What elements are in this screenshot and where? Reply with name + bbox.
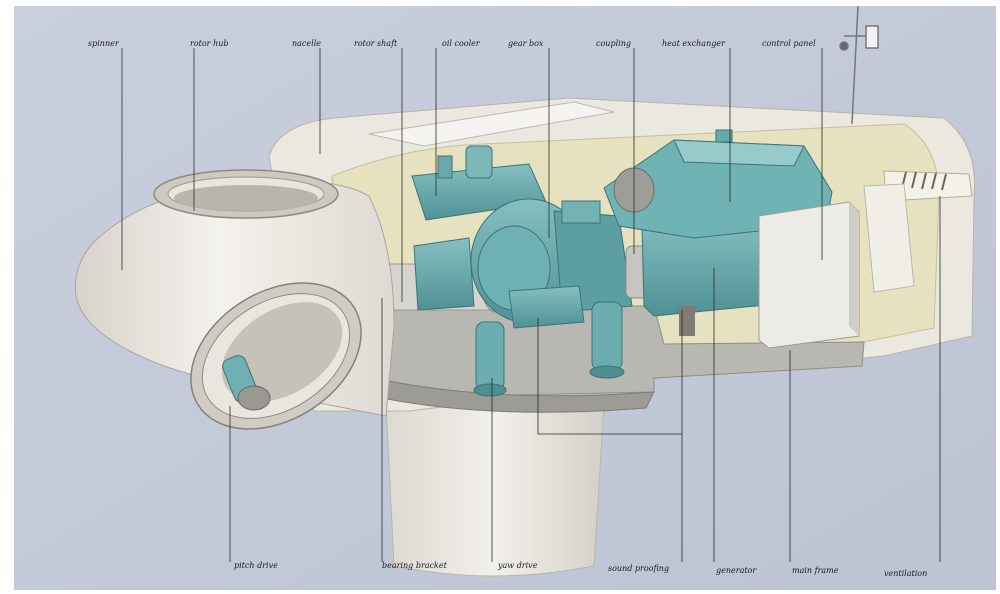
- pitch-drive: [222, 355, 271, 411]
- label-main-frame: main frame: [792, 566, 839, 575]
- rotor-hub: [153, 169, 339, 219]
- label-sound-proofing: sound proofing: [608, 564, 669, 573]
- leader-lines: [121, 48, 941, 562]
- label-yaw-drive: yaw drive: [497, 561, 538, 570]
- label-control-panel: control panel: [762, 39, 816, 48]
- roof-hatch: [368, 101, 615, 147]
- label-spinner: spinner: [88, 39, 120, 48]
- rear-bulkhead: [863, 183, 915, 293]
- control-panel: [758, 201, 860, 349]
- label-rotor-hub: rotor hub: [190, 39, 228, 48]
- yaw-drives: [473, 285, 625, 397]
- label-generator: generator: [716, 566, 757, 575]
- bearing-bracket: [413, 237, 475, 311]
- label-oil-cooler: oil cooler: [442, 39, 481, 48]
- label-nacelle: nacelle: [292, 39, 321, 48]
- anemometer-mast: [839, 6, 879, 125]
- label-ventilation: ventilation: [884, 569, 927, 578]
- yaw-ring: [373, 377, 655, 413]
- tower: [385, 405, 605, 577]
- wind-turbine-nacelle-diagram: spinner rotor hub nacelle rotor shaft oi…: [14, 6, 996, 590]
- label-heat-exchanger: heat exchanger: [662, 39, 726, 48]
- label-gear-box: gear box: [508, 39, 544, 48]
- label-pitch-drive: pitch drive: [234, 561, 278, 570]
- label-rotor-shaft: rotor shaft: [354, 39, 398, 48]
- label-bearing-bracket: bearing bracket: [382, 561, 448, 570]
- label-coupling: coupling: [596, 39, 631, 48]
